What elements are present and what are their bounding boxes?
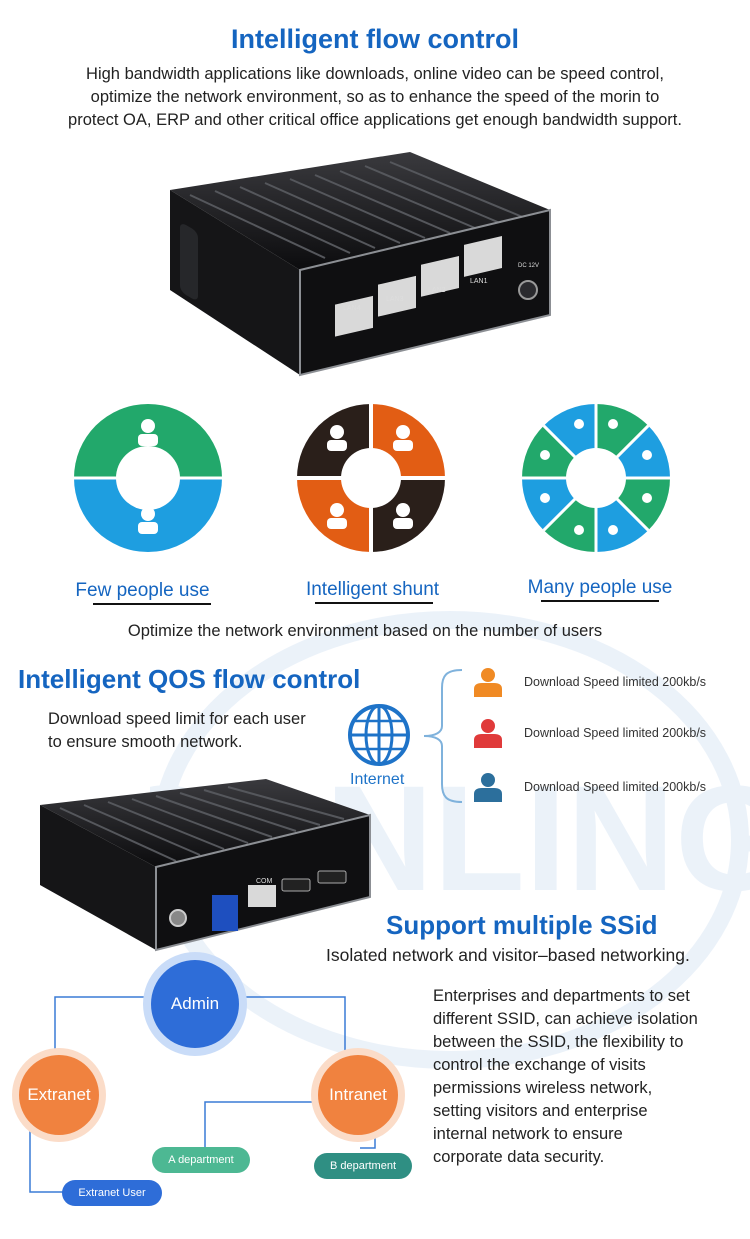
dc-label: DC 12V: [518, 263, 540, 269]
section3-desc-line: permissions wireless network,: [433, 1079, 653, 1097]
speed-text: Download Speed limited 200kb/s: [524, 675, 707, 689]
section3-title: Support multiple SSid: [386, 910, 658, 940]
brace-icon: [423, 669, 463, 803]
intelligent-shunt-wheel: [297, 404, 445, 552]
extranet-node: Extranet: [19, 1055, 99, 1135]
globe-icon: [348, 704, 410, 766]
section3-desc-line: internal network to ensure: [433, 1125, 623, 1143]
extranet-user-pill: Extranet User: [62, 1180, 162, 1206]
section1-description: High bandwidth applications like downloa…: [0, 63, 750, 132]
section1-title: Intelligent flow control: [231, 24, 519, 54]
user-icon: [474, 719, 502, 748]
many-people-wheel: [522, 404, 670, 552]
port-label-lan2: LAN2: [428, 287, 446, 294]
port-label-lan3: LAN3: [386, 296, 404, 303]
port-label-lan1: LAN1: [470, 278, 488, 285]
speed-row: Download Speed limited 200kb/s: [470, 667, 706, 697]
port-label-lan4: LAN4: [343, 305, 361, 312]
section3-desc-line: Enterprises and departments to set: [433, 987, 690, 1005]
admin-node: Admin: [151, 960, 239, 1048]
internet-label: Internet: [350, 771, 405, 788]
section3-subtitle: Isolated network and visitor–based netwo…: [326, 945, 690, 965]
section3-desc-line: control the exchange of visits: [433, 1056, 646, 1074]
few-people-wheel: [74, 404, 222, 552]
section1-desc-line: protect OA, ERP and other critical offic…: [68, 111, 682, 129]
user-icon: [474, 668, 502, 697]
speed-row: Download Speed limited 200kb/s: [470, 772, 706, 802]
underline: [541, 600, 659, 602]
section3-desc-line: setting visitors and enterprise: [433, 1102, 648, 1120]
mini-pc-io-image: [40, 779, 371, 952]
section3-description: Enterprises and departments to set diffe…: [433, 985, 698, 1169]
b-department-pill: B department: [314, 1153, 412, 1179]
many-people-label: Many people use: [527, 577, 673, 598]
user-icon: [474, 773, 502, 802]
com-label: COM: [256, 878, 273, 885]
intelligent-shunt-label: Intelligent shunt: [305, 579, 440, 600]
section2-desc-line: to ensure smooth network.: [48, 733, 243, 751]
section1-desc-line: High bandwidth applications like downloa…: [86, 65, 664, 83]
mini-pc-4lan-image: [170, 152, 551, 377]
extranet-node-halo: Extranet: [12, 1048, 106, 1142]
usage-caption: Optimize the network environment based o…: [127, 622, 603, 640]
section2-title: Intelligent QOS flow control: [18, 664, 361, 694]
admin-node-halo: Admin: [143, 952, 247, 1056]
a-department-pill: A department: [152, 1147, 250, 1173]
section2-desc-line: Download speed limit for each user: [48, 710, 306, 728]
underline: [315, 602, 433, 604]
intranet-node-halo: Intranet: [311, 1048, 405, 1142]
few-people-label: Few people use: [75, 580, 210, 601]
section1-desc-line: optimize the network environment, so as …: [90, 88, 660, 106]
intranet-node: Intranet: [318, 1055, 398, 1135]
section3-desc-line: between the SSID, the flexibility to: [433, 1033, 684, 1051]
section2-description: Download speed limit for each user to en…: [48, 708, 306, 754]
speed-text: Download Speed limited 200kb/s: [524, 726, 707, 740]
section3-desc-line: corporate data security.: [433, 1148, 605, 1166]
speed-text: Download Speed limited 200kb/s: [524, 780, 707, 794]
speed-row: Download Speed limited 200kb/s: [470, 718, 706, 748]
section3-desc-line: different SSID, can achieve isolation: [433, 1010, 698, 1028]
ssid-diagram-lines: [29, 996, 376, 1193]
underline: [93, 603, 211, 605]
